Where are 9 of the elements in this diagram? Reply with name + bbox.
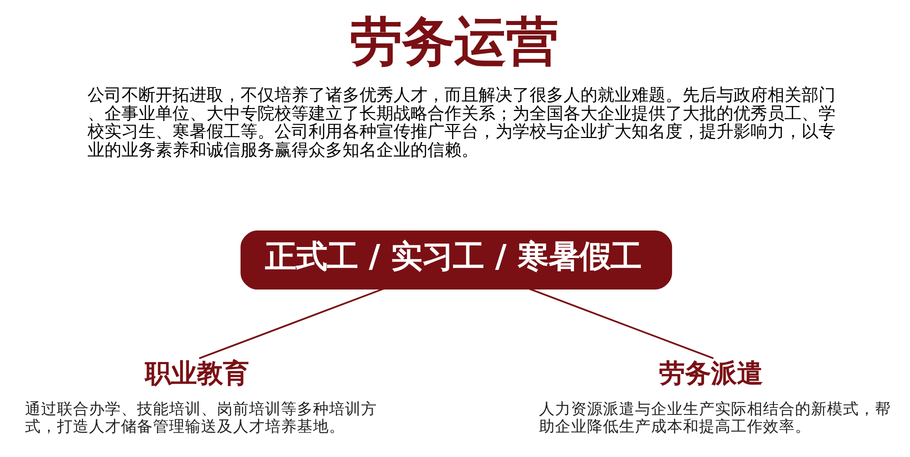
- diagram-title: 劳务运营: [350, 11, 558, 72]
- label: 公司不断开拓进取，不仅培养了诸多优秀人才，而且解决了很多人的就业难题。先后与政府相关部门、企事业单位、大中专院校等建立了长期战略合作关系；为全国各大企业提供了大批的优秀员工、学校实习生、寒暑假工等。公司利用各种宣传推广平台，为学校与企业扩大知名度，提升影响力，以专业的业务素养和诚信服务赢得众多知名企业的信赖。: [88, 85, 836, 161]
- node-box: 正式工 / 实习工 / 寒暑假工: [240, 230, 672, 290]
- node-label: 通过联合办学、技能培训、岗前培训等多种培训方式，打造人才储备管理输送及人才培养基地。: [24, 399, 377, 436]
- node-label: 人力资源派遣与企业生产实际相结合的新模式，帮助企业降低生产成本和提高工作效率。: [538, 399, 891, 436]
- connector: [529, 288, 714, 360]
- connector: [198, 288, 384, 360]
- node-text: 职业教育: [144, 358, 249, 389]
- node-text: 劳务派遣: [658, 358, 763, 389]
